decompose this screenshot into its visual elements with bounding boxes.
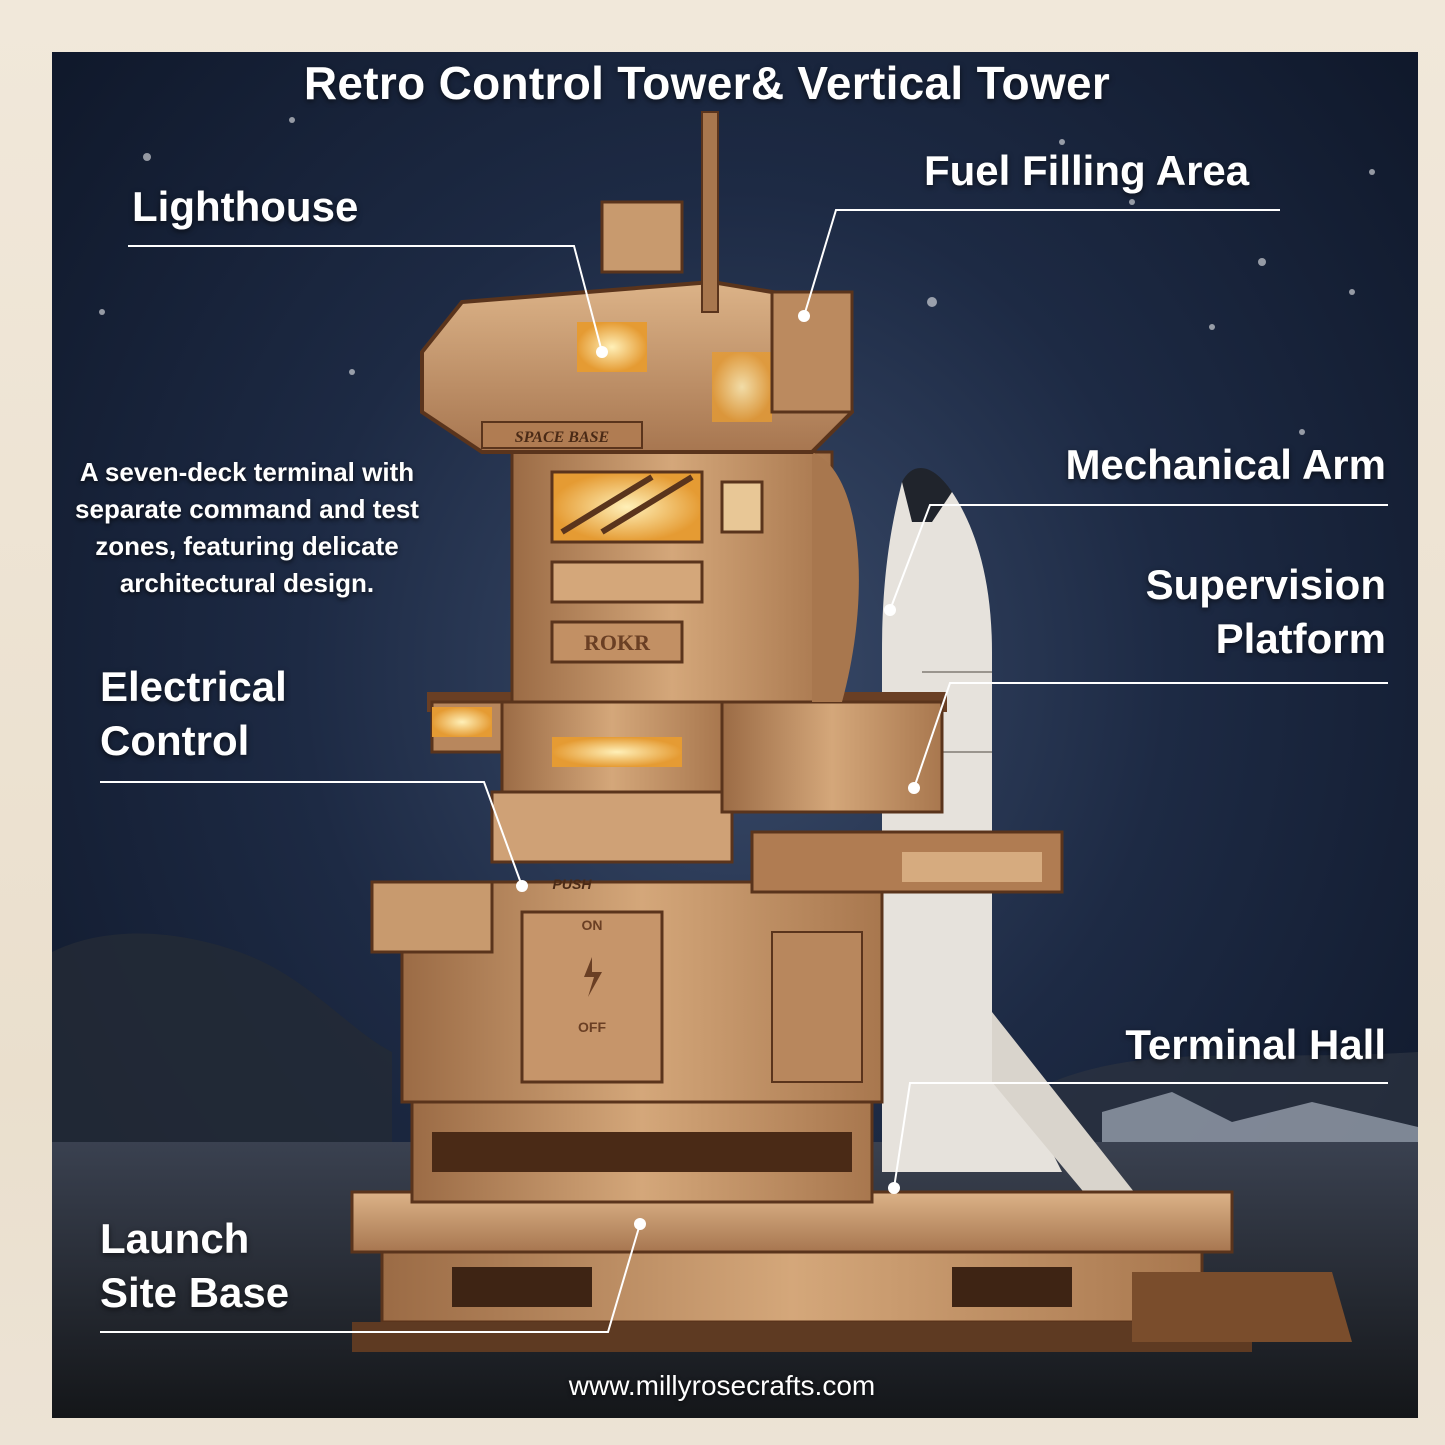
fuel-filling-callout-line	[803, 209, 1280, 317]
lighthouse-callout-line	[128, 245, 603, 353]
electrical-control-callout-line	[100, 781, 523, 887]
label-terminal-hall: Terminal Hall	[1125, 1021, 1386, 1068]
switch-on-label: ON	[582, 917, 603, 933]
upper-block-model: ROKR	[510, 450, 859, 704]
website-url: www.millyrosecrafts.com	[568, 1370, 876, 1401]
label-electrical-line1: Electrical	[100, 663, 287, 710]
push-button-label: PUSH	[553, 876, 593, 892]
electrical-control-callout-dot	[516, 880, 528, 892]
page-title: Retro Control Tower& Vertical Tower	[303, 57, 1111, 109]
stars	[99, 117, 1375, 435]
launch-site-base-callout-dot	[634, 1218, 646, 1230]
rokr-sign: ROKR	[584, 630, 651, 655]
lighthouse-top-model: SPACE BASE	[420, 111, 855, 454]
power-icon	[584, 957, 602, 997]
label-mechanical-arm: Mechanical Arm	[1065, 441, 1386, 488]
product-photo-panel: ROKR SPACE BASE PUSH ON OFF	[52, 52, 1418, 1418]
label-supervision-line1: Supervision	[1145, 561, 1386, 608]
callout-lines	[100, 209, 1388, 1333]
label-launch-line1: Launch	[100, 1215, 250, 1262]
space-shuttle	[882, 468, 1142, 1202]
label-electrical-control: Electrical Control	[100, 660, 287, 768]
space-base-sign: SPACE BASE	[515, 429, 609, 446]
lower-tower-model	[370, 830, 1064, 1204]
label-lighthouse: Lighthouse	[132, 183, 359, 230]
mechanical-arm-callout-line	[889, 504, 1388, 611]
supervision-platform-callout-dot	[908, 782, 920, 794]
label-fuel-filling-area: Fuel Filling Area	[924, 147, 1250, 194]
launch-site-base-callout-line	[100, 1223, 641, 1333]
snow-patch	[1102, 1092, 1418, 1152]
label-launch-line2: Site Base	[100, 1269, 290, 1316]
distant-hills	[52, 933, 392, 1152]
launch-base-model	[350, 1190, 1352, 1352]
label-supervision-line2: Platform	[1215, 615, 1386, 662]
product-description: A seven-deck terminal with separate comm…	[75, 457, 419, 598]
label-electrical-line2: Control	[100, 717, 250, 764]
fuel-filling-callout-dot	[798, 310, 810, 322]
terminal-hall-callout-dot	[888, 1182, 900, 1194]
lighthouse-callout-dot	[596, 346, 608, 358]
switch-off-label: OFF	[578, 1019, 606, 1035]
label-supervision-platform: Supervision Platform	[988, 558, 1386, 666]
supervision-platform-callout-line	[913, 682, 1388, 789]
terminal-hall-callout-line	[893, 1082, 1388, 1189]
label-launch-site-base: Launch Site Base	[100, 1212, 289, 1320]
product-scene: ROKR SPACE BASE PUSH ON OFF	[52, 111, 1418, 1418]
mechanical-arm-callout-dot	[884, 604, 896, 616]
